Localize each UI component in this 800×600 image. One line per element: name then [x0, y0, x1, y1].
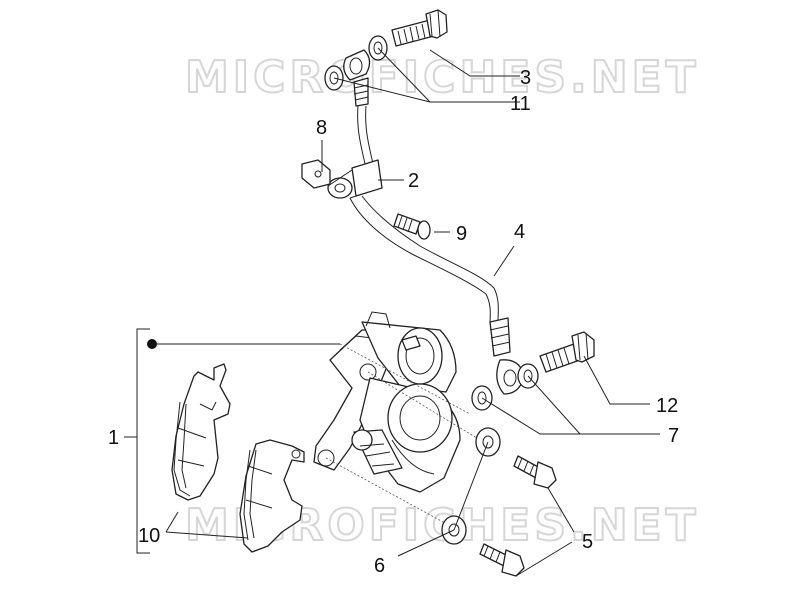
- clip-nut-8: [301, 159, 331, 189]
- pin-bolt-5-upper: [513, 455, 557, 489]
- watermark-top: MICROFICHES.NET: [185, 52, 700, 103]
- banjo-fitting-bottom: [489, 317, 525, 395]
- leader-lines: [165, 47, 660, 577]
- callout-4: 4: [514, 221, 525, 243]
- brake-pad-right: [239, 439, 305, 553]
- callout-10: 10: [138, 525, 160, 547]
- brake-pad-left: [171, 363, 231, 501]
- banjo-bolt-12: [539, 331, 595, 373]
- hose-clamp-2: [327, 159, 383, 199]
- callout-9: 9: [456, 223, 467, 245]
- callout-11: 11: [510, 93, 531, 115]
- sealing-washers-11-top: [324, 35, 388, 91]
- callout-labels: 1 2 3 4 5 6 7 8 9 10 11 12: [108, 67, 679, 577]
- callout-5: 5: [582, 531, 593, 553]
- banjo-fitting-top: [343, 49, 371, 107]
- screw-9: [393, 213, 431, 240]
- brake-caliper-body: [313, 311, 461, 493]
- callout-6: 6: [374, 555, 385, 577]
- alignment-lines: [325, 343, 491, 529]
- assembly-bracket: [124, 328, 340, 554]
- callout-1: 1: [108, 427, 119, 449]
- callout-2: 2: [408, 170, 419, 192]
- brake-hose-4: [349, 105, 499, 325]
- callout-7: 7: [668, 425, 679, 447]
- callout-8: 8: [316, 117, 327, 139]
- pin-bolt-5-lower: [479, 543, 525, 577]
- callout-3: 3: [520, 67, 531, 89]
- banjo-bolt-3: [391, 9, 448, 47]
- callout-12: 12: [656, 395, 678, 417]
